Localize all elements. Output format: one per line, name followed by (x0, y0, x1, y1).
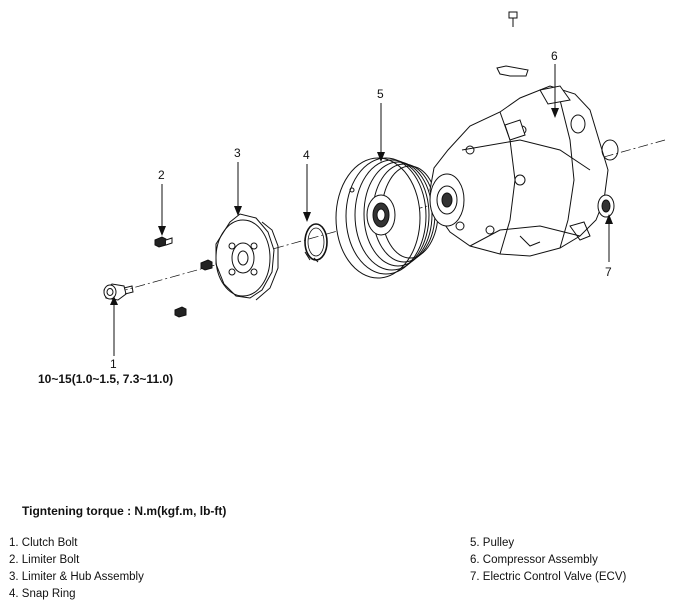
callout-6: 6 (551, 49, 558, 63)
legend-item: 5. Pulley (470, 537, 515, 549)
callout-3: 3 (234, 146, 241, 160)
leader-arrow-2 (158, 226, 166, 236)
compressor-assembly-part (429, 11, 619, 257)
legend-item: 7. Electric Control Valve (ECV) (470, 571, 627, 583)
compressor-exploded-diagram: 1 2 3 4 5 6 7 (103, 11, 666, 371)
legend-item: 1. Clutch Bolt (9, 537, 78, 549)
snap-ring-part (304, 223, 328, 263)
legend-item: 6. Compressor Assembly (470, 554, 598, 566)
callout-7: 7 (605, 265, 612, 279)
callout-2: 2 (158, 168, 165, 182)
leader-arrow-4 (303, 212, 311, 222)
legend-item: 3. Limiter & Hub Assembly (9, 571, 144, 583)
callout-4: 4 (303, 148, 310, 162)
leader-arrow-5 (377, 152, 385, 162)
limiter-bolt-part (154, 236, 213, 318)
leader-arrow-6 (551, 108, 559, 118)
callout-5: 5 (377, 87, 384, 101)
torque-spec: 10~15(1.0~1.5, 7.3~11.0) (38, 372, 174, 386)
parts-legend-left: 1. Clutch Bolt 2. Limiter Bolt 3. Limite… (9, 535, 144, 603)
legend-item: 4. Snap Ring (9, 588, 76, 600)
leader-arrow-3 (234, 206, 242, 216)
limiter-hub-assembly-part (215, 213, 279, 301)
pulley-part (335, 157, 439, 279)
ecv-part (597, 194, 615, 218)
torque-units-title: Tigntening torque : N.m(kgf.m, lb-ft) (22, 504, 227, 518)
leader-arrow-1 (110, 296, 118, 305)
clutch-bolt-part (103, 283, 134, 301)
callout-1: 1 (110, 357, 117, 371)
leader-arrow-7 (605, 214, 613, 224)
parts-legend-right: 5. Pulley 6. Compressor Assembly 7. Elec… (470, 535, 626, 586)
legend-item: 2. Limiter Bolt (9, 554, 80, 566)
